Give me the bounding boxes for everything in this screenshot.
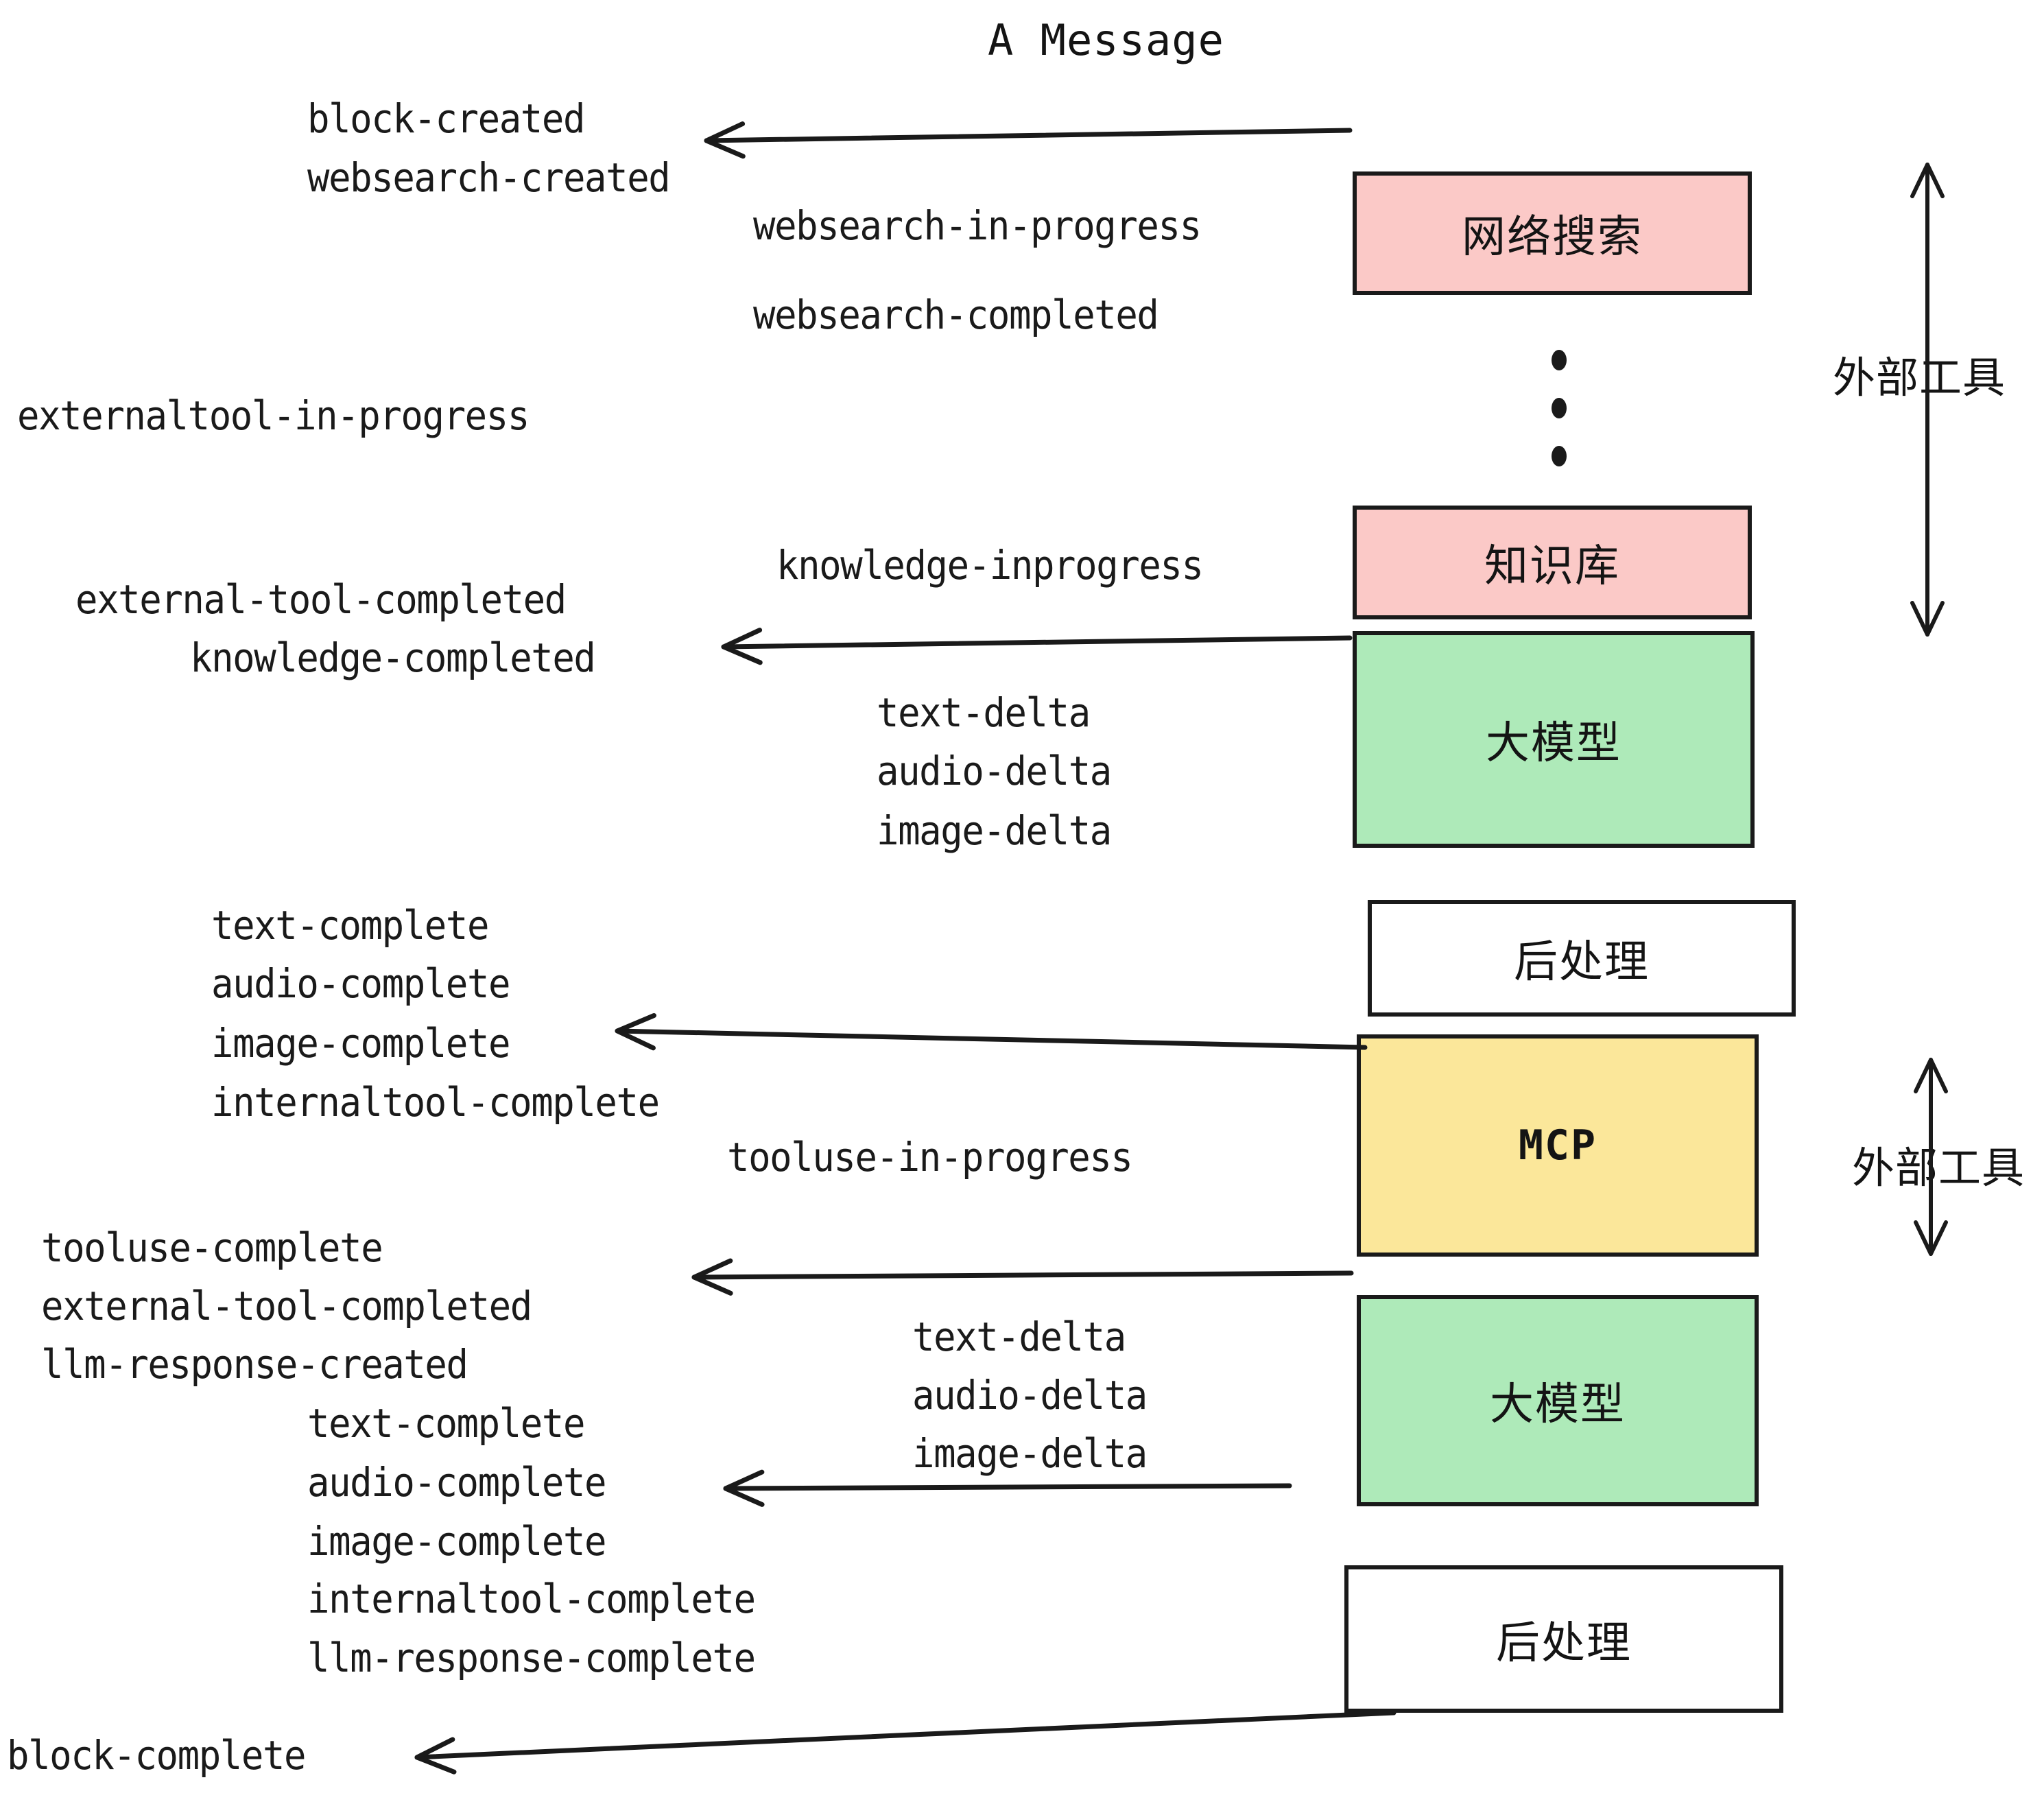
event-label: text-complete — [307, 1400, 585, 1447]
event-label: websearch-in-progress — [753, 202, 1202, 249]
external-tool-range-label: 外部工具 — [1852, 1143, 2025, 1193]
arrow-to-block-created — [704, 121, 1353, 159]
event-label: internaltool-complete — [307, 1576, 756, 1622]
arrow-head-down-icon — [1910, 601, 1945, 637]
event-label: text-delta — [912, 1314, 1126, 1360]
arrow-to-tooluse-complete — [691, 1258, 1354, 1296]
event-label: externaltool-in-progress — [17, 392, 530, 439]
event-label: block-complete — [7, 1732, 307, 1779]
event-label: knowledge-completed — [190, 634, 596, 681]
arrow-head-up-icon — [1910, 163, 1945, 198]
ellipsis-dot — [1552, 446, 1567, 466]
event-label: audio-delta — [912, 1372, 1148, 1419]
arrow-head-up-icon — [1914, 1058, 1948, 1093]
arrow-head-icon — [704, 121, 746, 159]
arrow-head-icon — [414, 1737, 457, 1775]
arrow-head-icon — [723, 1469, 765, 1507]
ellipsis-dot — [1552, 398, 1567, 418]
event-label: knowledge-inprogress — [776, 542, 1204, 589]
event-label: external-tool-completed — [41, 1283, 532, 1329]
component-box-llm-2: 大模型 — [1357, 1295, 1759, 1506]
arrow-head-icon — [615, 1013, 656, 1051]
event-label: external-tool-completed — [75, 576, 567, 623]
component-box-postproc-1: 后处理 — [1368, 900, 1796, 1017]
component-box-mcp: MCP — [1357, 1034, 1759, 1257]
component-box-postproc-2: 后处理 — [1344, 1565, 1783, 1713]
event-label: text-delta — [877, 689, 1091, 736]
arrow-to-block-complete — [414, 1710, 1397, 1775]
event-label: image-complete — [211, 1020, 511, 1067]
external-tool-range-label: 外部工具 — [1833, 353, 2006, 403]
event-label: image-delta — [912, 1430, 1148, 1477]
event-label: audio-complete — [211, 960, 511, 1007]
event-label: internaltool-complete — [211, 1079, 660, 1126]
arrow-head-down-icon — [1914, 1220, 1948, 1256]
event-label: audio-complete — [307, 1459, 607, 1506]
component-box-knowledge: 知识库 — [1353, 506, 1752, 619]
event-label: tooluse-complete — [41, 1224, 383, 1271]
arrow-head-icon — [691, 1258, 733, 1296]
page-title: A Message — [988, 15, 1224, 65]
arrow-to-knowledge-completed — [721, 628, 1353, 665]
event-label: llm-response-complete — [307, 1635, 756, 1681]
event-label: image-delta — [877, 807, 1112, 854]
event-label: block-created — [307, 95, 585, 142]
ellipsis-dot — [1552, 350, 1567, 370]
component-box-websearch: 网络搜索 — [1353, 171, 1752, 295]
event-label: audio-delta — [877, 748, 1112, 794]
event-label: websearch-created — [307, 154, 671, 201]
event-label: websearch-completed — [753, 292, 1159, 338]
event-label: llm-response-created — [41, 1341, 468, 1388]
event-label: tooluse-in-progress — [727, 1134, 1133, 1180]
arrow-head-icon — [721, 628, 763, 665]
arrow-to-audio-complete — [723, 1469, 1292, 1507]
event-label: image-complete — [307, 1518, 607, 1565]
arrow-to-image-complete — [615, 1013, 1368, 1051]
event-label: text-complete — [211, 902, 489, 949]
component-box-llm-1: 大模型 — [1353, 631, 1755, 848]
